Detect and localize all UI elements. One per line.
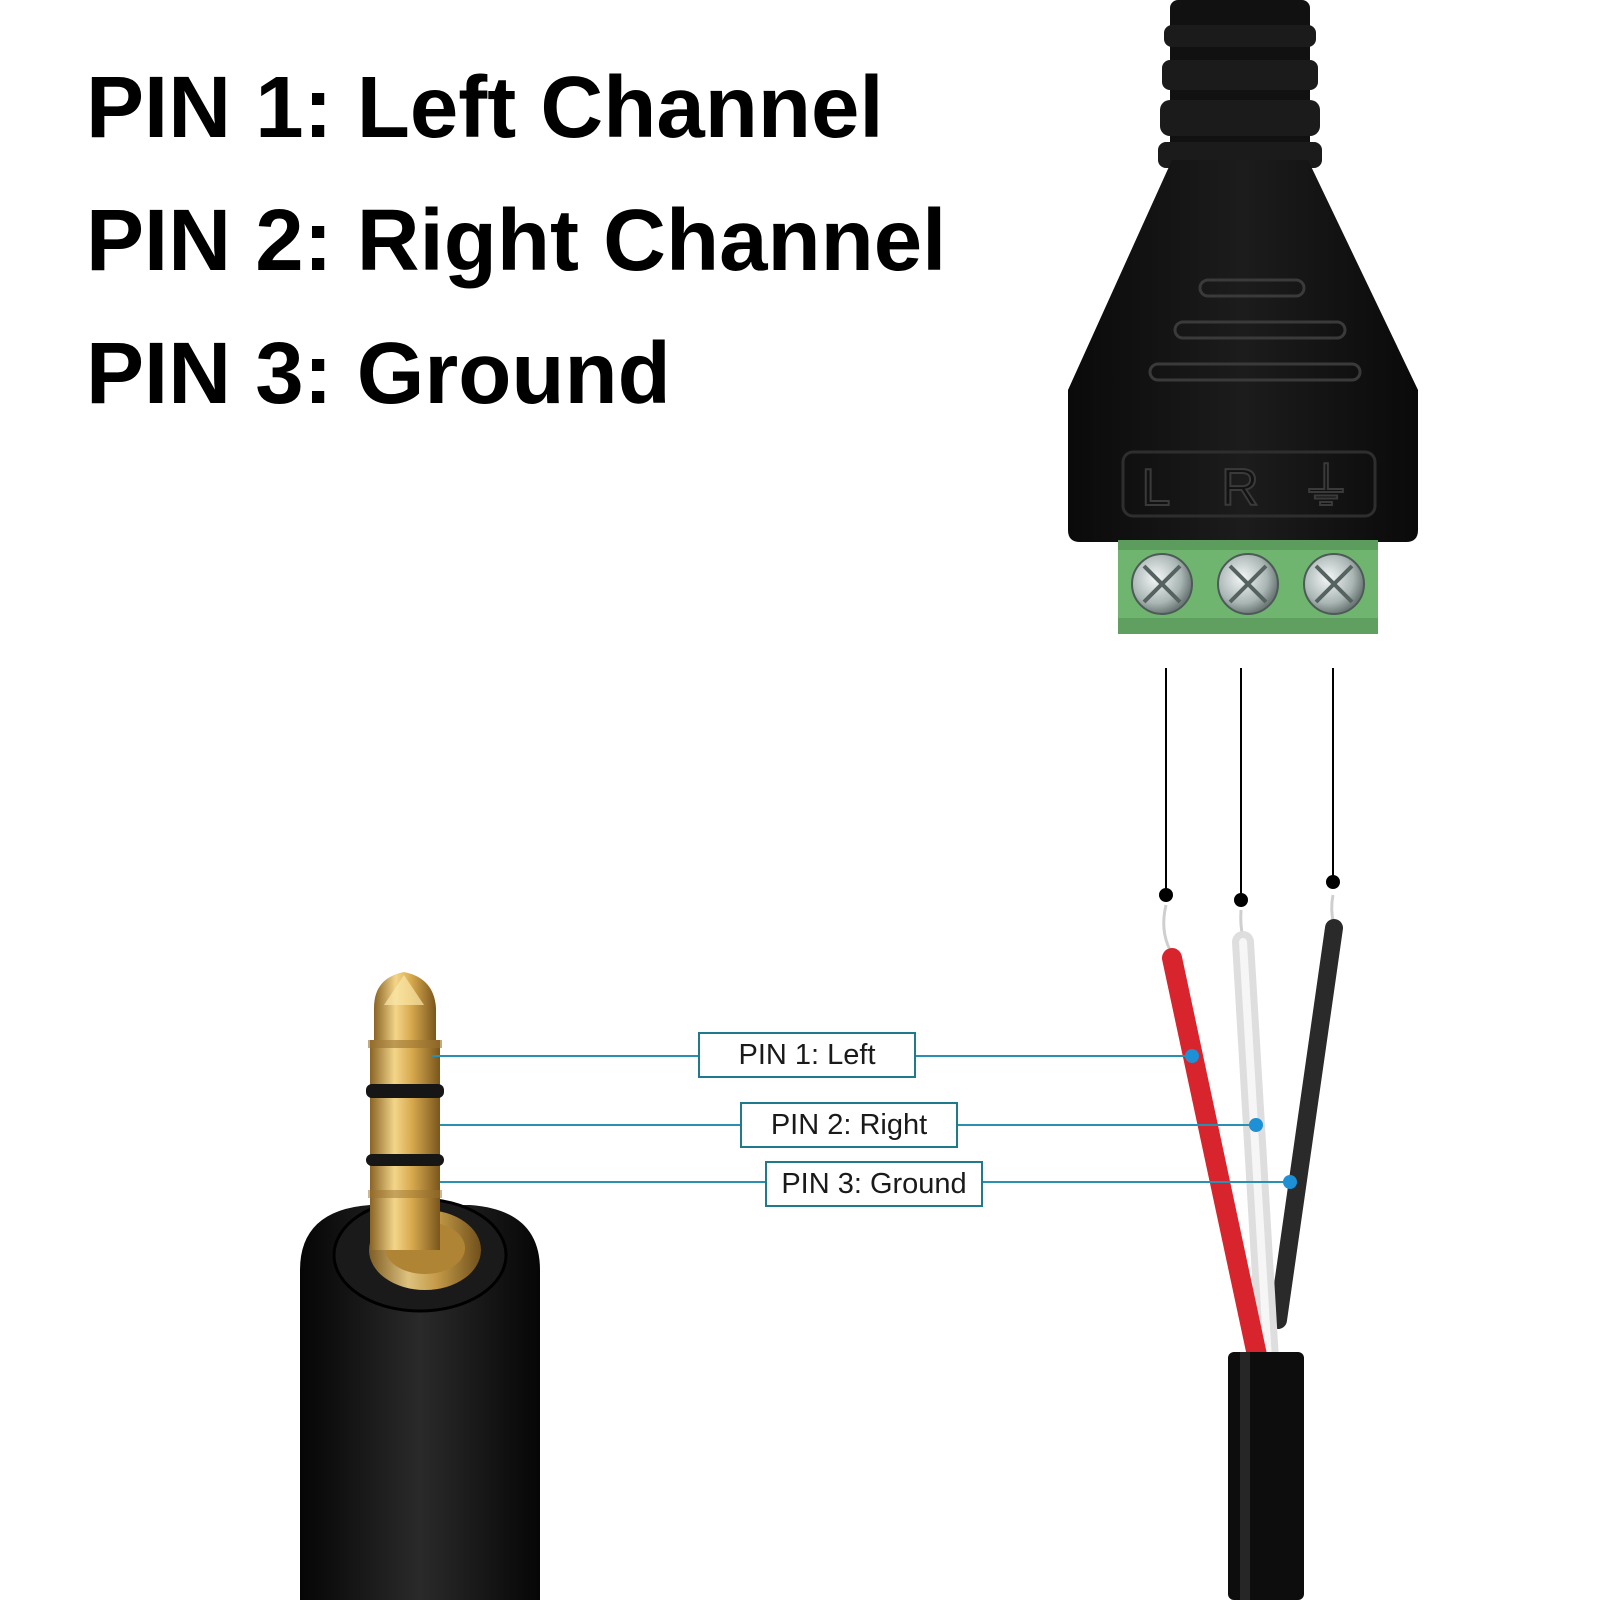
plug-ring-1 [366,1084,444,1098]
wire-guide-dots [1159,875,1340,907]
plug-ring-2 [366,1154,444,1166]
terminal-label-left: L [1142,459,1171,517]
callout-dots [1185,1049,1297,1189]
screw-right-icon [1217,553,1279,615]
callout-pin-2: PIN 2: Right [740,1102,958,1148]
plug-body [300,1205,540,1600]
callout-pin-3: PIN 3: Ground [765,1161,983,1207]
ground-symbol-icon: ⏚ [1300,458,1352,518]
grip-lines [1148,278,1362,382]
headline-pin-2: PIN 2: Right Channel [86,192,947,289]
ground-wire [1269,919,1343,1329]
plug-sleeve [370,1040,440,1250]
headline-pin-1: PIN 1: Left Channel [86,59,884,156]
screw-left-icon [1131,553,1193,615]
strain-relief [1158,25,1322,168]
screw-ground-icon [1303,553,1365,615]
terminal-connector: L R ⏚ [1068,0,1418,634]
cable-jacket [1228,1352,1304,1600]
terminal-label-panel [1121,450,1377,518]
stripped-wires [1162,894,1343,1600]
callout-leaders [432,1055,1290,1183]
plug-tip [374,972,436,1040]
headline-pin-3: PIN 3: Ground [86,325,671,422]
left-wire [1162,948,1268,1370]
callout-pin-1: PIN 1: Left [698,1032,916,1078]
audio-plug [300,972,540,1600]
connector-shell [1068,160,1418,542]
terminal-label-right: R [1221,459,1259,517]
wire-guide-lines [1165,668,1334,898]
